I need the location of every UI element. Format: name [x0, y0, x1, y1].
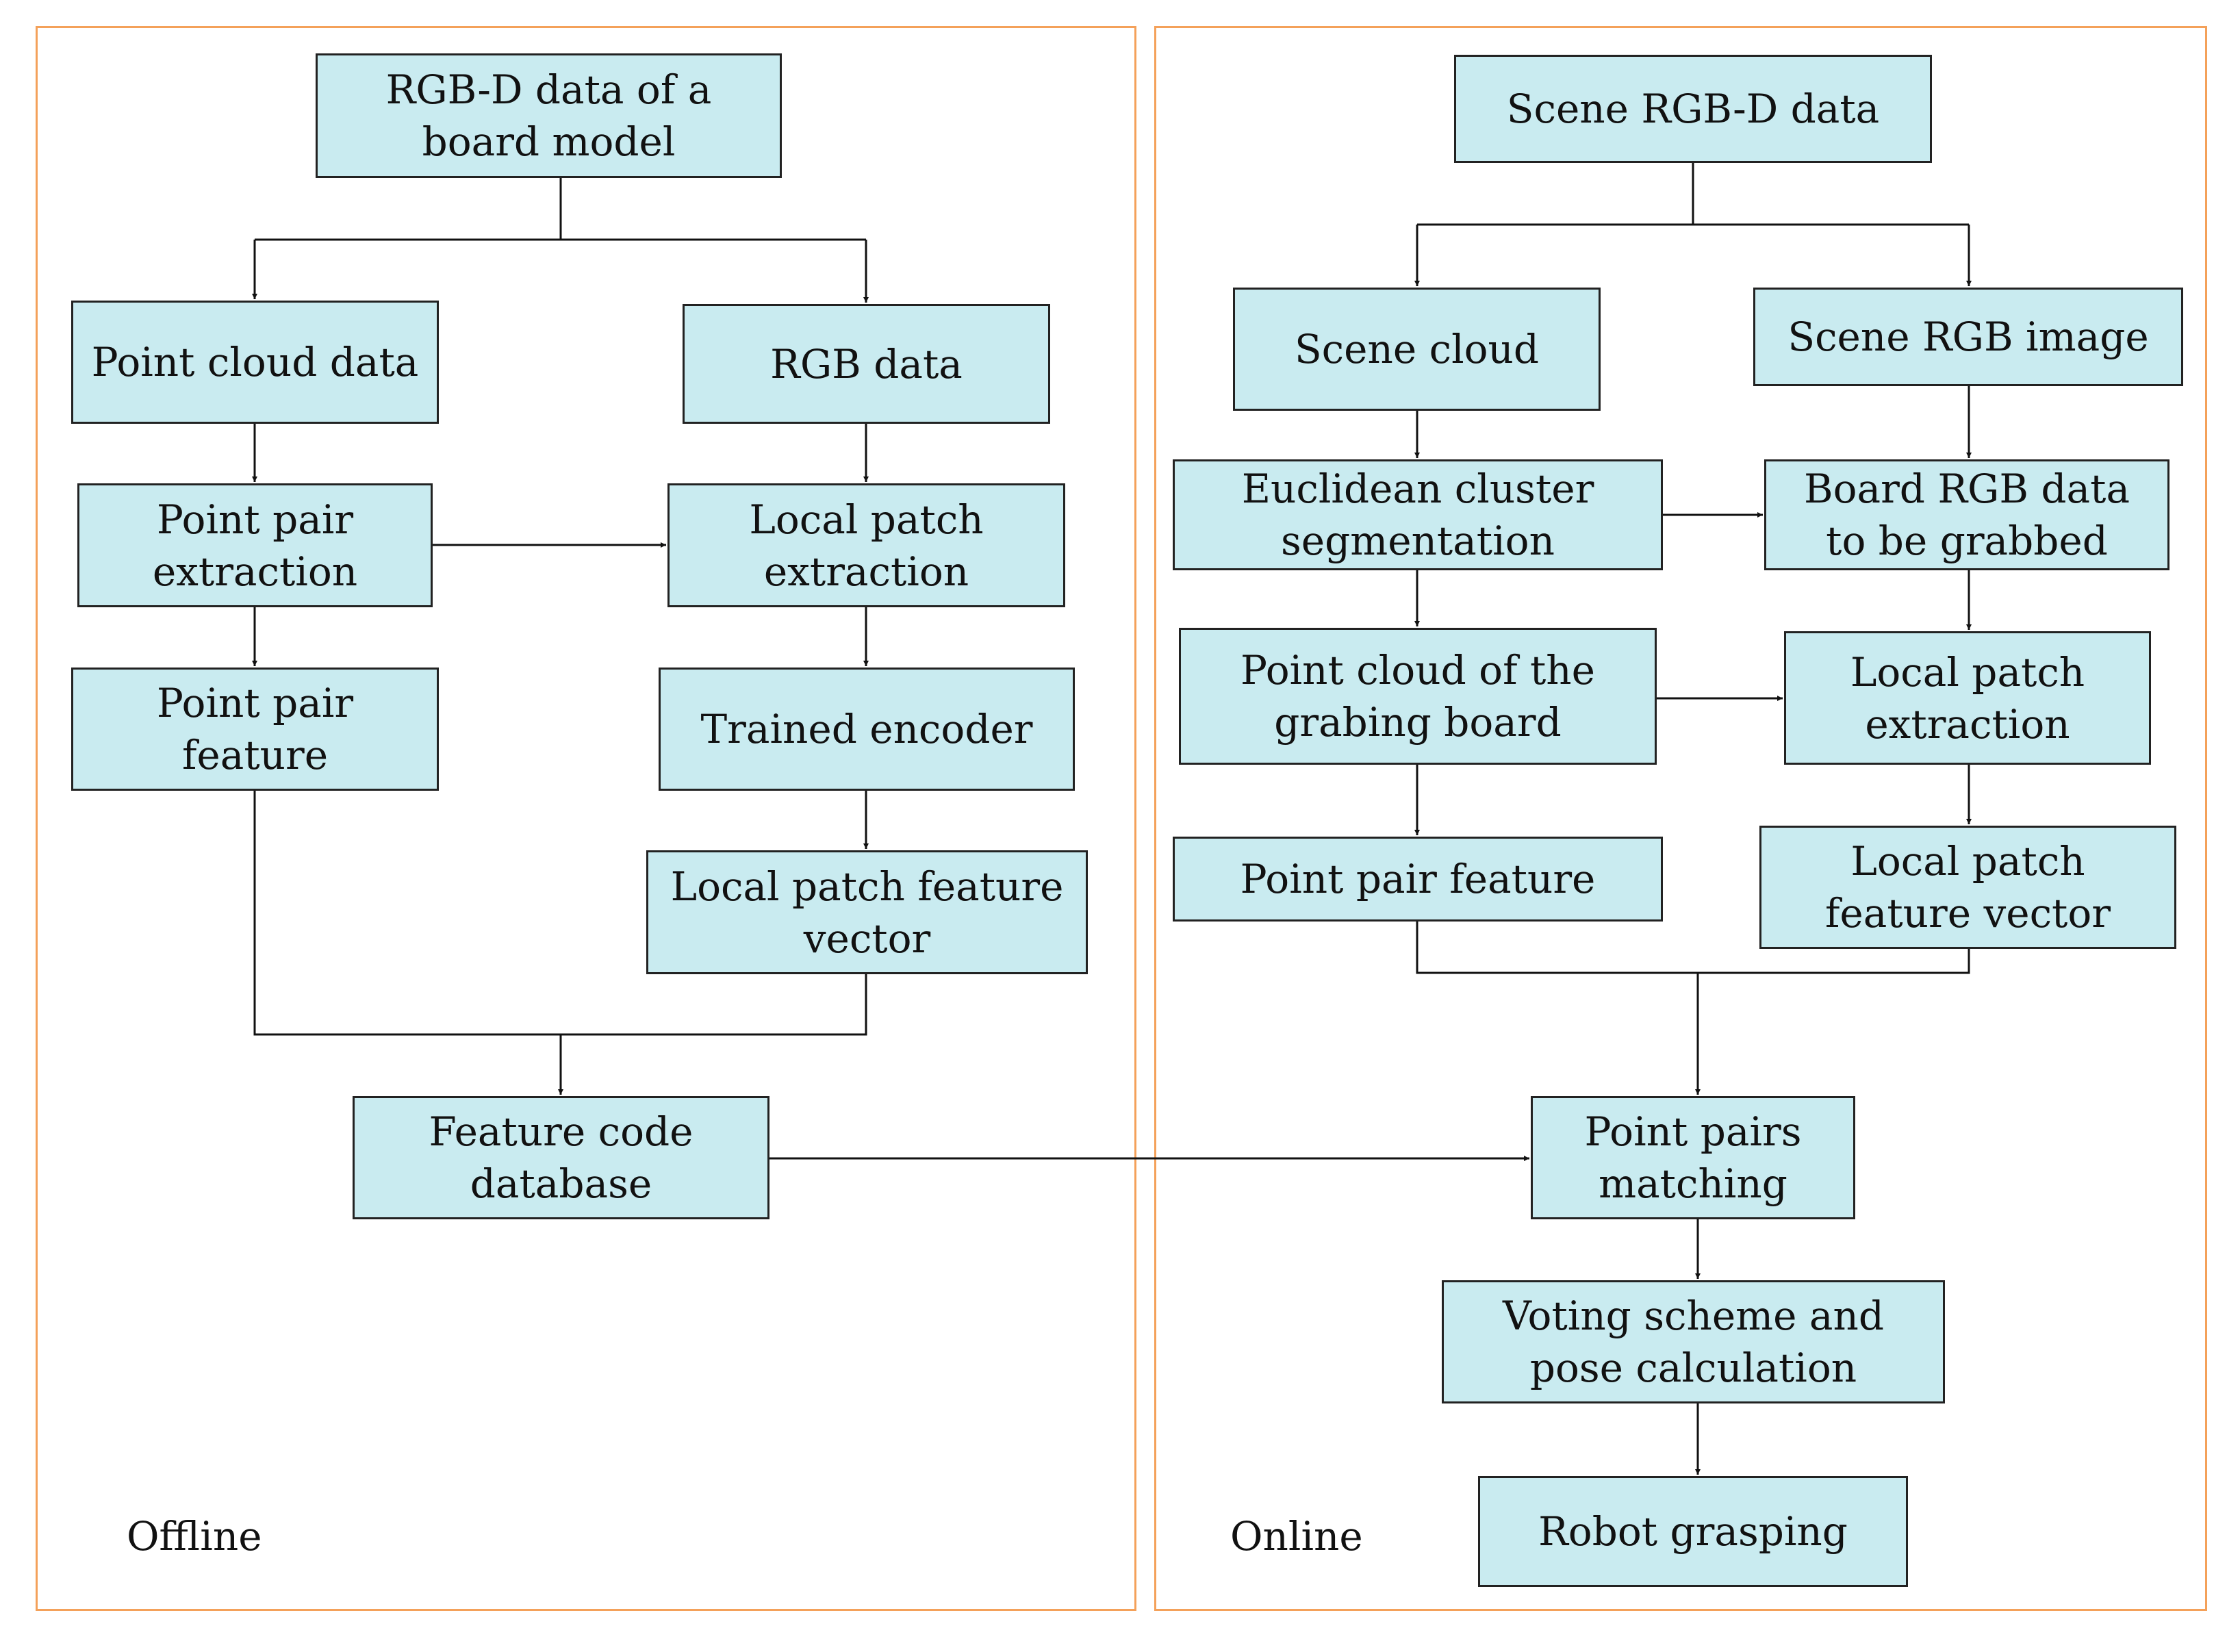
- trained-encoder-node: Trained encoder: [659, 668, 1075, 791]
- online-panel: [1154, 26, 2207, 1611]
- offline-label: Offline: [127, 1513, 262, 1560]
- point-pair-feature-offline-node: Point pair feature: [71, 668, 439, 791]
- point-cloud-data-node: Point cloud data: [71, 301, 439, 424]
- local-patch-extraction-online-node: Local patch extraction: [1784, 631, 2151, 765]
- local-patch-extraction-offline-node: Local patch extraction: [667, 483, 1065, 607]
- euclidean-cluster-segmentation-node: Euclidean cluster segmentation: [1173, 459, 1663, 570]
- online-label: Online: [1230, 1513, 1363, 1560]
- robot-grasping-node: Robot grasping: [1478, 1476, 1908, 1587]
- rgb-data-node: RGB data: [683, 304, 1050, 424]
- point-pairs-matching-node: Point pairs matching: [1531, 1096, 1855, 1219]
- local-patch-feature-vector-online-node: Local patch feature vector: [1759, 826, 2176, 949]
- board-rgb-data-node: Board RGB data to be grabbed: [1764, 459, 2169, 570]
- rgbd-board-model-node: RGB-D data of a board model: [316, 53, 782, 178]
- scene-cloud-node: Scene cloud: [1233, 288, 1601, 411]
- feature-code-database-node: Feature code database: [353, 1096, 769, 1219]
- local-patch-feature-vector-offline-node: Local patch feature vector: [646, 850, 1088, 974]
- point-pair-feature-online-node: Point pair feature: [1173, 837, 1663, 922]
- scene-rgbd-data-node: Scene RGB-D data: [1454, 55, 1932, 163]
- point-pair-extraction-node: Point pair extraction: [77, 483, 433, 607]
- voting-scheme-pose-node: Voting scheme and pose calculation: [1442, 1280, 1945, 1403]
- scene-rgb-image-node: Scene RGB image: [1753, 288, 2183, 386]
- offline-panel: [36, 26, 1136, 1611]
- connector-online-merge: [1416, 922, 1970, 974]
- point-cloud-grabing-board-node: Point cloud of the grabing board: [1179, 628, 1657, 765]
